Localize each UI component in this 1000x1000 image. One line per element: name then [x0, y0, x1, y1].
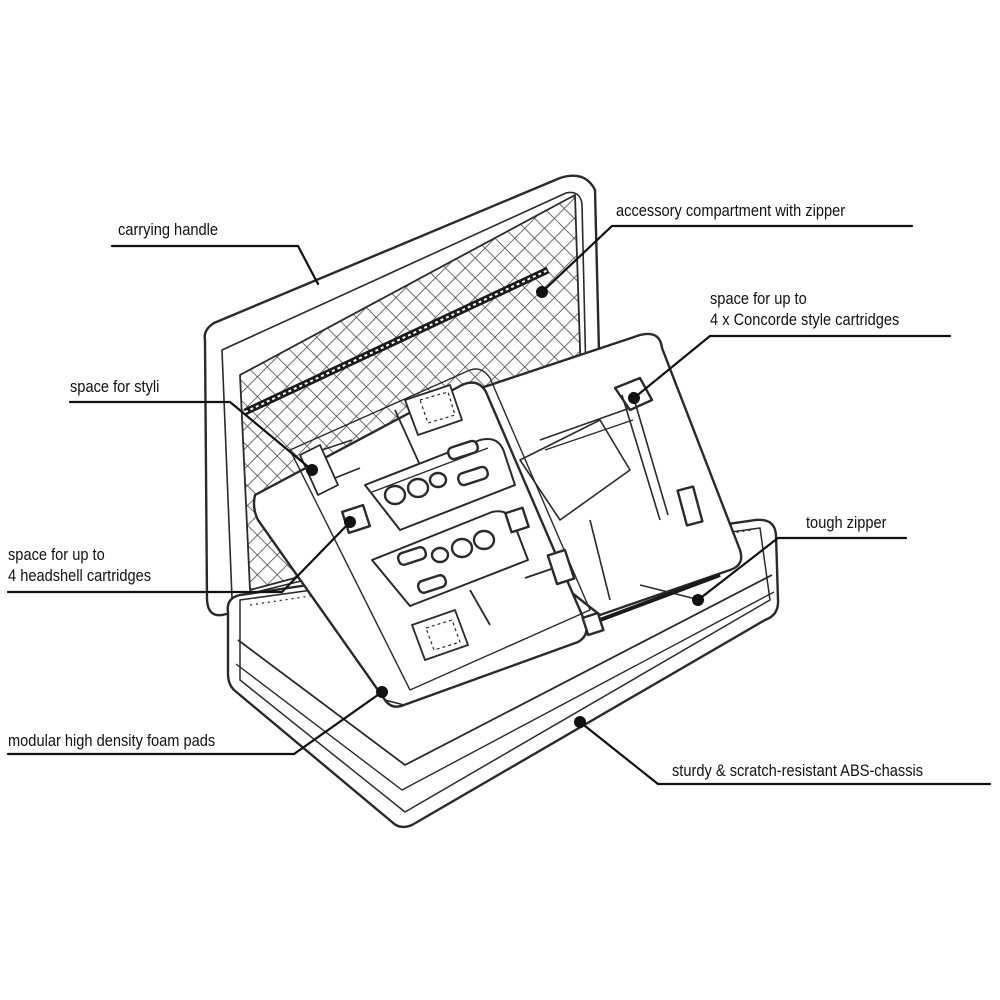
label-headshell-cartridges: space for up to 4 headshell cartridges [8, 544, 151, 586]
label-text-line2: 4 headshell cartridges [8, 566, 152, 585]
dot-tough-zipper [692, 594, 704, 606]
leader-carrying-handle [110, 244, 320, 286]
tough-zipper-segment [581, 573, 721, 637]
label-text: modular high density foam pads [8, 731, 216, 750]
label-text-line1: space for up to [710, 289, 807, 308]
label-text: accessory compartment with zipper [616, 201, 846, 220]
label-text: carrying handle [118, 220, 218, 239]
leader-accessory-compartment [540, 224, 914, 294]
dot-styli [306, 464, 318, 476]
label-styli: space for styli [70, 376, 159, 397]
dot-accessory-compartment [536, 286, 548, 298]
label-text: sturdy & scratch-resistant ABS-chassis [672, 761, 924, 780]
label-concorde-cartridges: space for up to 4 x Concorde style cartr… [710, 288, 899, 330]
leader-tough-zipper [696, 536, 908, 602]
label-text-line1: space for up to [8, 545, 105, 564]
dot-headshell [344, 516, 356, 528]
leader-abs-chassis [578, 720, 992, 786]
leader-headshell [6, 520, 352, 594]
label-text-line2: 4 x Concorde style cartridges [710, 310, 900, 329]
label-carrying-handle: carrying handle [118, 219, 218, 240]
accessory-zipper [243, 266, 550, 416]
leader-foam-pads [6, 690, 384, 756]
dot-concorde [628, 392, 640, 404]
label-abs-chassis: sturdy & scratch-resistant ABS-chassis [672, 760, 923, 781]
label-text: space for styli [70, 377, 160, 396]
leader-concorde [632, 334, 952, 400]
label-text: tough zipper [806, 513, 887, 532]
headshell-foam-pad [252, 368, 591, 708]
dot-abs-chassis [574, 716, 586, 728]
label-foam-pads: modular high density foam pads [8, 730, 215, 751]
label-tough-zipper: tough zipper [806, 512, 886, 533]
leader-styli [68, 400, 314, 472]
dot-foam-pads [376, 686, 388, 698]
label-accessory-compartment: accessory compartment with zipper [616, 200, 845, 221]
